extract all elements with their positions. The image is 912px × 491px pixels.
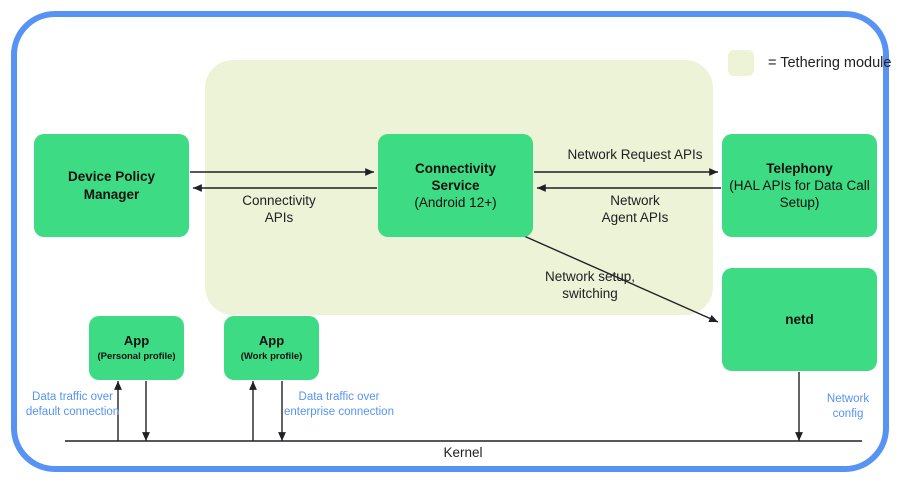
node-subtitle: (Android 12+) (414, 195, 497, 211)
legend-label-tethering: = Tethering module (768, 55, 892, 71)
edge-label-network-request-apis: Network Request APIs (567, 147, 703, 162)
node-netd[interactable]: netd (722, 268, 877, 371)
node-title-line2: Service (431, 177, 480, 193)
node-telephony[interactable]: Telephony (HAL APIs for Data Call Setup) (722, 134, 877, 237)
legend: = Tethering module (728, 50, 891, 76)
node-title: Telephony (766, 160, 833, 176)
device-boundary-frame (11, 11, 889, 472)
node-subtitle: (Work profile) (240, 350, 303, 362)
node-title: App (258, 333, 285, 349)
node-connectivity-service[interactable]: Connectivity Service (Android 12+) (378, 134, 533, 237)
node-subtitle: (Personal profile) (97, 350, 176, 362)
node-title-line2: Manager (83, 186, 140, 202)
node-device-policy-manager[interactable]: Device Policy Manager (34, 134, 189, 237)
node-title: netd (785, 311, 814, 327)
edge-label-network-agent-apis: Network Agent APIs (601, 193, 669, 226)
edge-label-network-setup-switching: Network setup, switching (544, 269, 636, 302)
edge-label-connectivity-apis: Connectivity APIs (242, 193, 316, 226)
node-title: App (123, 333, 150, 349)
legend-swatch-tethering (728, 50, 754, 76)
traffic-label-enterprise-connection: Data traffic over enterprise connection (284, 391, 394, 419)
node-app-work-profile[interactable]: App (Work profile) (224, 316, 319, 380)
traffic-label-default-connection: Data traffic over default connection (25, 391, 120, 419)
node-title: Device Policy (67, 169, 156, 185)
node-app-personal-profile[interactable]: App (Personal profile) (89, 316, 184, 380)
node-subtitle: (HAL APIs for Data Call Setup) (729, 177, 870, 211)
traffic-label-network-config: Network config (826, 393, 870, 421)
node-title: Connectivity (414, 160, 496, 176)
kernel-label: Kernel (443, 445, 483, 460)
